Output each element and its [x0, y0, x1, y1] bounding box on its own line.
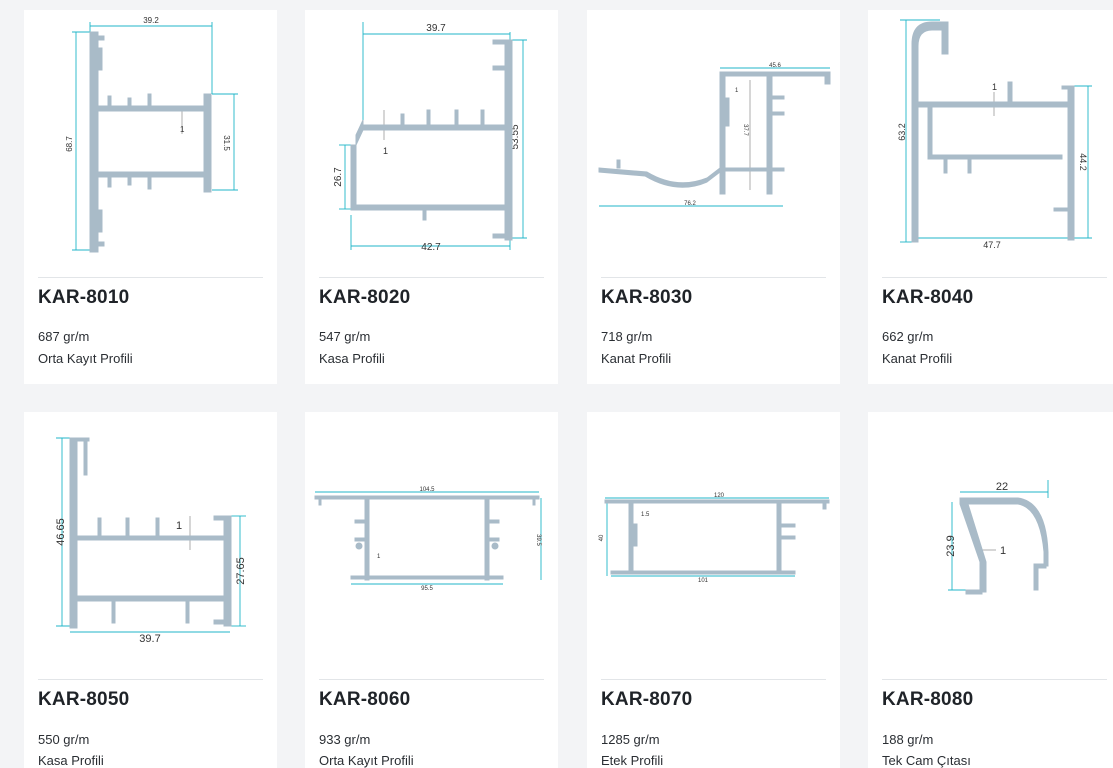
- product-card[interactable]: 39.7 53.55 26.7 42.7 1: [305, 10, 558, 384]
- dimension-label: 45.6: [769, 63, 781, 69]
- dimension-label: 104.5: [419, 487, 435, 493]
- dimension-label: 1: [180, 125, 185, 134]
- product-card[interactable]: 120 40 101 1.5 KAR-8070 1285 gr/m Etek P…: [587, 412, 840, 768]
- dimension-label: 42.7: [421, 242, 441, 253]
- dimension-label: 53.55: [510, 124, 521, 149]
- dimension-label: 23.9: [945, 535, 957, 556]
- product-weight: 718 gr/m: [601, 329, 653, 344]
- dimension-label: 1: [735, 88, 739, 94]
- product-description: Kasa Profili: [319, 351, 385, 366]
- dimension-label: 120: [714, 493, 725, 499]
- card-divider: [601, 679, 826, 680]
- product-weight: 188 gr/m: [882, 732, 934, 747]
- product-weight: 1285 gr/m: [601, 732, 660, 747]
- product-card[interactable]: 45.6 37.7 76.2 1 KAR-8030 718 gr/m Kanat…: [587, 10, 840, 384]
- product-code[interactable]: KAR-8010: [38, 287, 130, 308]
- product-weight: 687 gr/m: [38, 329, 90, 344]
- product-code[interactable]: KAR-8080: [882, 689, 974, 710]
- product-weight: 547 gr/m: [319, 329, 371, 344]
- profile-drawing: 120 40 101 1.5: [599, 493, 830, 584]
- card-divider: [38, 679, 263, 680]
- card-divider: [882, 679, 1107, 680]
- product-card[interactable]: 22 23.9 1 KAR-8080 188 gr/m Tek Cam Çıta…: [868, 412, 1113, 768]
- dimension-label: 101: [698, 578, 709, 584]
- profile-drawing: 22 23.9 1: [945, 480, 1049, 595]
- card-divider: [882, 277, 1107, 278]
- card-divider: [319, 277, 544, 278]
- product-code[interactable]: KAR-8020: [319, 287, 411, 308]
- product-card[interactable]: 46.65 27.65 39.7 1: [24, 412, 277, 768]
- card-divider: [38, 277, 263, 278]
- dimension-label: 27.65: [235, 557, 247, 585]
- dimension-label: 76.2: [684, 201, 696, 207]
- profile-drawing: 63.2 44.2 47.7 1: [897, 19, 1092, 250]
- dimension-label: 63.2: [897, 123, 907, 141]
- card-divider: [319, 679, 544, 680]
- dimension-label: 39.5: [535, 534, 541, 546]
- dimension-label: 1: [1000, 545, 1006, 557]
- product-code[interactable]: KAR-8070: [601, 689, 693, 710]
- dimension-label: 40: [599, 534, 605, 541]
- product-description: Orta Kayıt Profili: [38, 351, 133, 366]
- product-description: Etek Profili: [601, 753, 664, 768]
- card-divider: [601, 277, 826, 278]
- dimension-label: 44.2: [1078, 153, 1088, 171]
- profile-drawing: 104.5 39.5 95.5 1: [314, 487, 542, 592]
- dimension-label: 1: [377, 554, 381, 560]
- dimension-label: 39.7: [139, 633, 160, 645]
- product-code[interactable]: KAR-8050: [38, 689, 130, 710]
- dimension-label: 39.7: [426, 23, 446, 34]
- dimension-label: 1: [176, 520, 182, 532]
- product-weight: 662 gr/m: [882, 329, 934, 344]
- product-description: Kasa Profili: [38, 753, 104, 768]
- profile-drawing: 46.65 27.65 39.7 1: [55, 437, 247, 645]
- dimension-label: 37.7: [742, 124, 748, 136]
- dimension-label: 95.5: [421, 586, 433, 592]
- product-description: Kanat Profili: [882, 351, 953, 366]
- dimension-label: 39.2: [143, 16, 159, 25]
- product-weight: 933 gr/m: [319, 732, 371, 747]
- profile-drawing: 45.6 37.7 76.2 1: [598, 63, 831, 207]
- product-description: Tek Cam Çıtası: [882, 753, 971, 768]
- product-card[interactable]: 63.2 44.2 47.7 1 KAR-8040: [868, 10, 1113, 384]
- product-card[interactable]: 39.2 68.7 31.5 1: [24, 10, 277, 384]
- product-card[interactable]: 104.5 39.5 95.5 1 KAR-8060 9: [305, 412, 558, 768]
- dimension-label: 1: [992, 82, 997, 92]
- dimension-label: 22: [996, 481, 1008, 493]
- dimension-label: 1: [383, 146, 388, 156]
- product-code[interactable]: KAR-8030: [601, 287, 693, 308]
- product-weight: 550 gr/m: [38, 732, 90, 747]
- product-code[interactable]: KAR-8060: [319, 689, 411, 710]
- dimension-label: 31.5: [222, 135, 231, 151]
- dimension-label: 1.5: [641, 512, 650, 518]
- product-description: Orta Kayıt Profili: [319, 753, 414, 768]
- dimension-label: 46.65: [55, 518, 67, 546]
- product-code[interactable]: KAR-8040: [882, 287, 974, 308]
- product-description: Kanat Profili: [601, 351, 672, 366]
- profile-drawing: 39.7 53.55 26.7 42.7 1: [333, 22, 527, 253]
- dimension-label: 68.7: [65, 136, 74, 152]
- dimension-label: 47.7: [983, 240, 1001, 250]
- dimension-label: 26.7: [333, 167, 344, 187]
- profile-drawing: 39.2 68.7 31.5 1: [65, 16, 238, 253]
